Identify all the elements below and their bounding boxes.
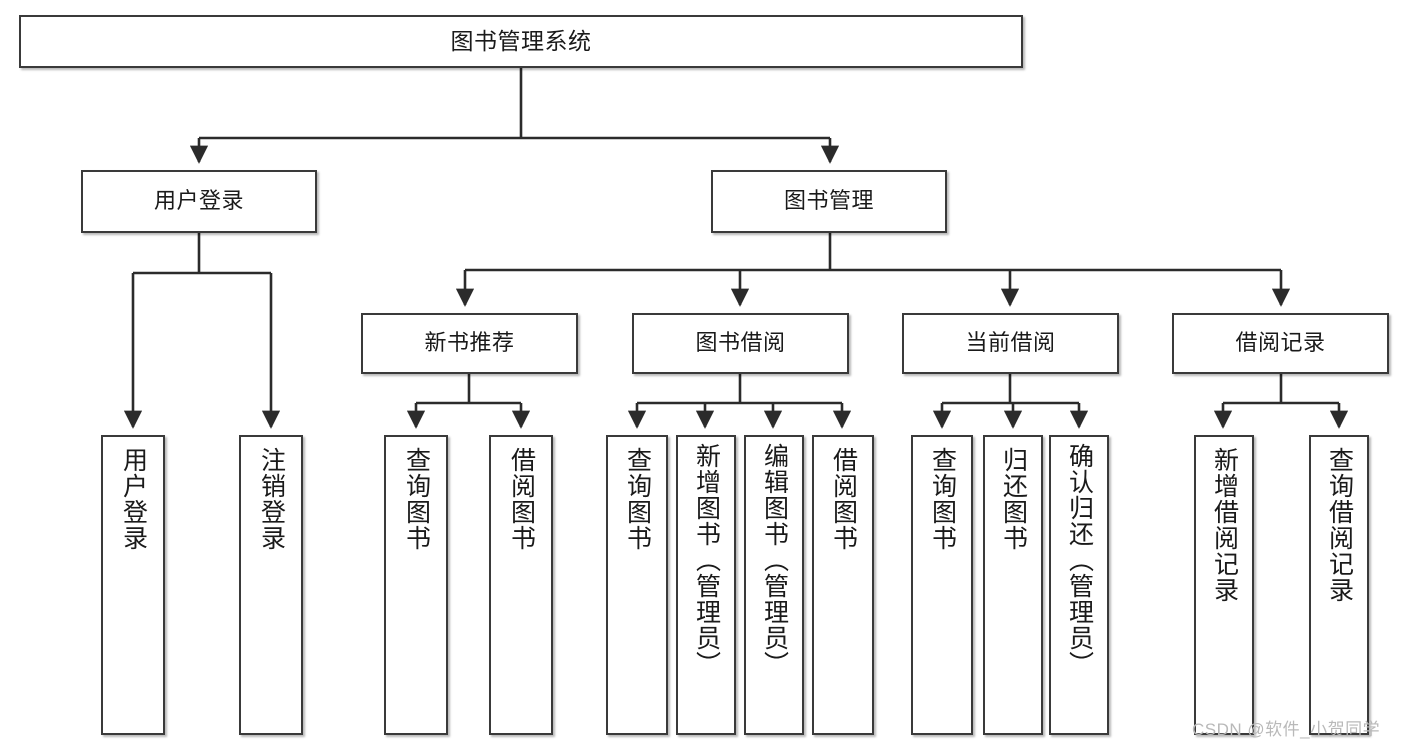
node-label: 图书借阅 xyxy=(695,330,786,356)
node-label: 图书管理系统 xyxy=(450,27,592,54)
node-label: 新增图书（管理员） xyxy=(692,443,721,677)
node-label: 借阅记录 xyxy=(1235,330,1326,356)
node-label: 图书管理 xyxy=(783,188,874,214)
node-leaf-query-book-1[interactable]: 查询图书 xyxy=(384,435,448,735)
node-label: 归还图书 xyxy=(999,447,1028,551)
node-label: 编辑图书（管理员） xyxy=(760,443,789,677)
node-label: 借阅图书 xyxy=(829,447,858,551)
node-label: 注销登录 xyxy=(257,447,286,551)
node-new-book-recommend[interactable]: 新书推荐 xyxy=(361,313,578,374)
node-label: 新书推荐 xyxy=(424,330,515,356)
node-leaf-query-book-2[interactable]: 查询图书 xyxy=(606,435,668,735)
node-leaf-return-book[interactable]: 归还图书 xyxy=(983,435,1043,735)
node-label: 用户登录 xyxy=(153,188,244,214)
node-label: 当前借阅 xyxy=(965,330,1056,356)
node-book-management[interactable]: 图书管理 xyxy=(711,170,947,233)
csdn-watermark: CSDN @软件_小贺同学 xyxy=(1192,720,1381,739)
node-label: 查询图书 xyxy=(928,447,957,551)
node-leaf-query-borrow-record[interactable]: 查询借阅记录 xyxy=(1309,435,1369,735)
node-leaf-user-login[interactable]: 用户登录 xyxy=(101,435,165,735)
node-borrow-record[interactable]: 借阅记录 xyxy=(1172,313,1389,374)
node-leaf-edit-book-admin[interactable]: 编辑图书（管理员） xyxy=(744,435,804,735)
node-label: 用户登录 xyxy=(119,447,148,551)
node-label: 查询借阅记录 xyxy=(1325,447,1354,603)
node-book-borrow[interactable]: 图书借阅 xyxy=(632,313,849,374)
node-user-login[interactable]: 用户登录 xyxy=(81,170,317,233)
node-leaf-borrow-book-1[interactable]: 借阅图书 xyxy=(489,435,553,735)
node-root-book-management-system[interactable]: 图书管理系统 xyxy=(19,15,1023,68)
node-label: 查询图书 xyxy=(402,447,431,551)
node-leaf-query-book-3[interactable]: 查询图书 xyxy=(911,435,973,735)
node-leaf-add-book-admin[interactable]: 新增图书（管理员） xyxy=(676,435,736,735)
node-leaf-logout-login[interactable]: 注销登录 xyxy=(239,435,303,735)
node-current-borrow[interactable]: 当前借阅 xyxy=(902,313,1119,374)
node-label: 借阅图书 xyxy=(507,447,536,551)
node-label: 确认归还（管理员） xyxy=(1065,443,1094,677)
node-leaf-confirm-return-admin[interactable]: 确认归还（管理员） xyxy=(1049,435,1109,735)
node-leaf-add-borrow-record[interactable]: 新增借阅记录 xyxy=(1194,435,1254,735)
node-label: 新增借阅记录 xyxy=(1210,447,1239,603)
node-leaf-borrow-book-2[interactable]: 借阅图书 xyxy=(812,435,874,735)
node-label: 查询图书 xyxy=(623,447,652,551)
